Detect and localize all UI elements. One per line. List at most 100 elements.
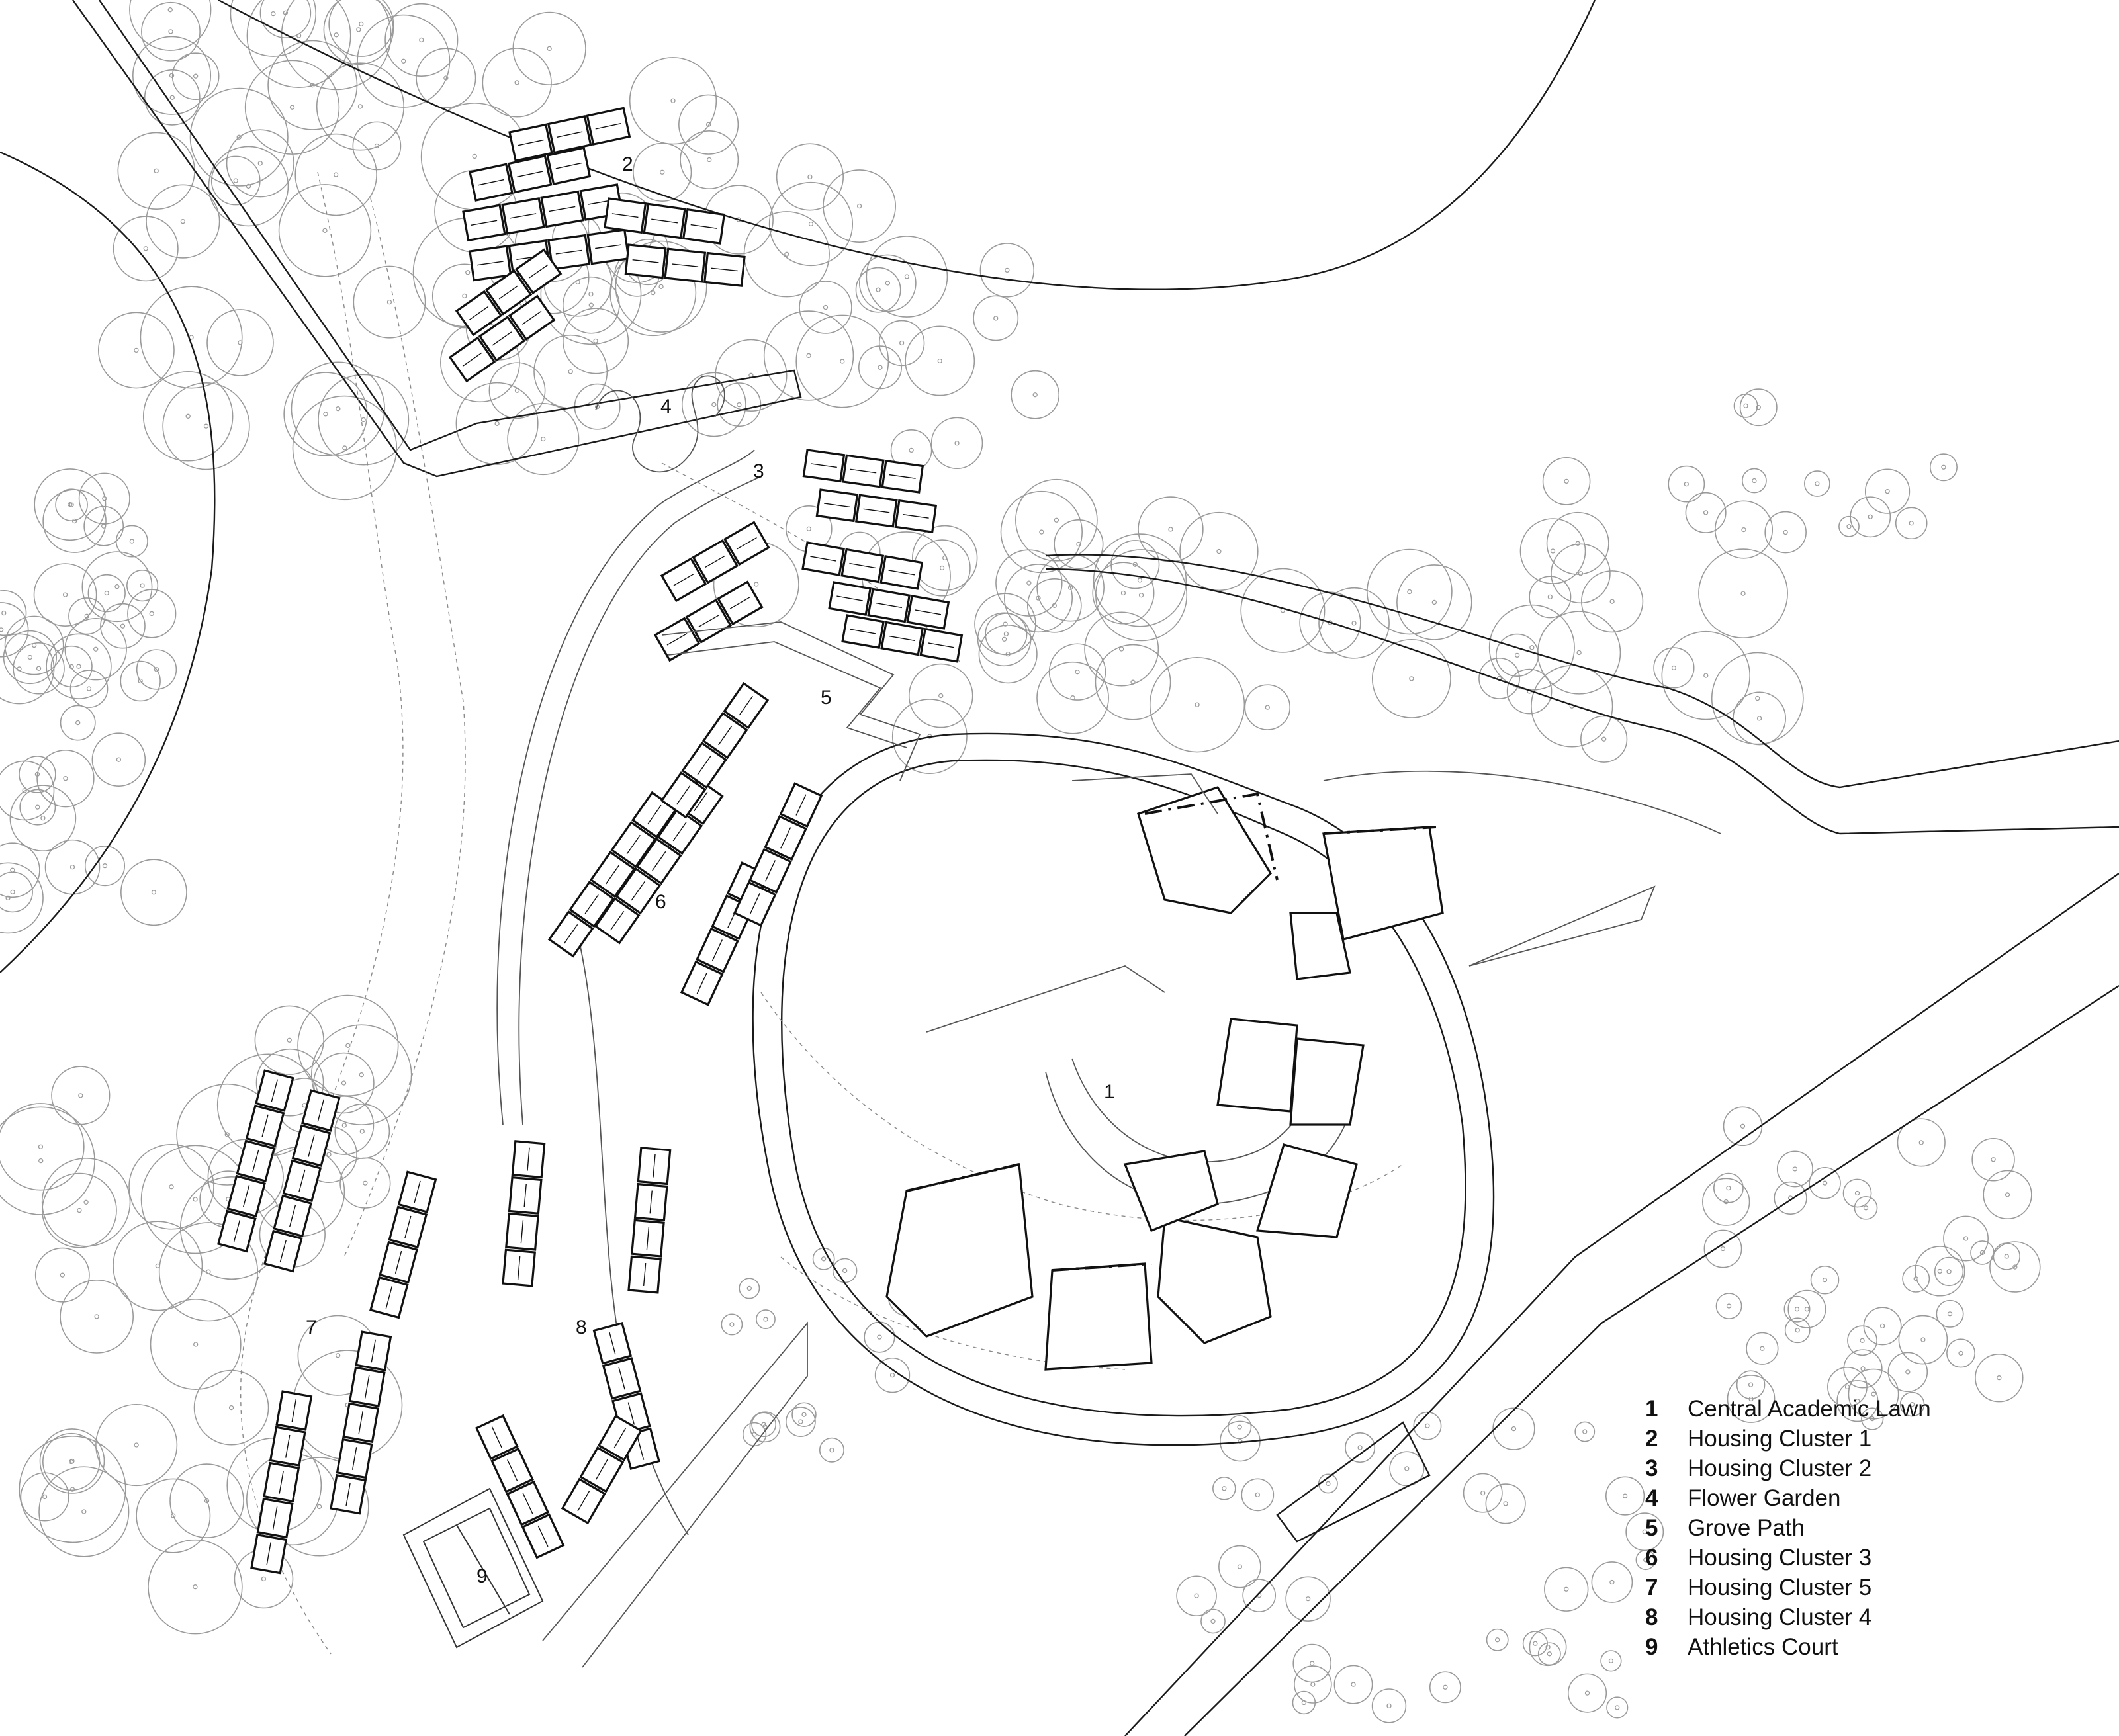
tree-trunk <box>1918 1140 1924 1145</box>
tree-canopy <box>1727 1375 1776 1423</box>
tree-canopy <box>913 539 971 597</box>
unit-partition <box>351 1447 357 1470</box>
tree-trunk <box>69 1459 74 1465</box>
unit-partition <box>345 1483 351 1506</box>
tree-trunk <box>547 46 552 52</box>
tree-canopy <box>357 14 451 108</box>
tree-trunk <box>1879 1323 1885 1329</box>
tree-canopy <box>254 1005 324 1075</box>
housing-row <box>330 1330 392 1515</box>
tree-trunk <box>1495 1637 1500 1643</box>
tree-canopy <box>1936 1299 1964 1328</box>
map-label-9: 9 <box>476 1565 488 1587</box>
unit-partition <box>528 264 549 279</box>
tree-trunk <box>154 168 159 173</box>
tree-canopy <box>13 642 65 695</box>
tree-trunk <box>1854 1190 1860 1196</box>
tree-canopy <box>1220 1420 1261 1462</box>
tree-trunk <box>22 788 27 793</box>
tree-trunk <box>729 1322 735 1327</box>
tree-trunk <box>1511 1426 1517 1432</box>
tree-canopy <box>512 11 586 86</box>
tree-trunk <box>1503 1501 1508 1506</box>
tree-canopy <box>1774 1181 1807 1215</box>
tree-canopy <box>1863 1307 1902 1346</box>
unit-partition <box>611 213 639 218</box>
tree-canopy <box>150 1299 242 1390</box>
tree-trunk <box>1958 1350 1963 1356</box>
tree-canopy <box>1934 1256 1964 1287</box>
unit-partition <box>279 1471 284 1494</box>
legend-number: 7 <box>1645 1575 1658 1600</box>
tree-canopy <box>751 1412 776 1438</box>
tree-canopy <box>1318 587 1390 659</box>
tree-trunk <box>1564 1586 1569 1592</box>
tree-trunk <box>1752 478 1757 484</box>
tree-trunk <box>69 664 74 670</box>
tree-trunk <box>193 1342 199 1347</box>
tree-trunk <box>361 417 366 423</box>
unit-partition <box>676 785 691 805</box>
tree-canopy <box>87 574 126 613</box>
legend-number: 6 <box>1645 1545 1658 1571</box>
unit-partition <box>627 1402 635 1425</box>
unit-partition <box>491 1426 502 1448</box>
tree-canopy <box>1529 1628 1567 1667</box>
tree-canopy <box>1011 370 1060 419</box>
tree-canopy <box>1897 1118 1946 1167</box>
tree-canopy <box>633 142 692 202</box>
tree-trunk <box>806 353 811 359</box>
tree-trunk <box>1947 1311 1953 1317</box>
unit-partition <box>492 331 512 346</box>
tree-trunk <box>1550 548 1556 554</box>
tree-trunk <box>1703 673 1709 678</box>
tree-trunk <box>899 340 905 346</box>
tree-trunk <box>419 37 424 43</box>
tree-trunk <box>341 1080 347 1086</box>
tree-trunk <box>1991 1157 1996 1162</box>
tree-trunk <box>185 413 191 419</box>
tree-trunk <box>10 889 15 895</box>
tree-trunk <box>94 1314 99 1319</box>
tree-canopy <box>985 613 1028 656</box>
unit-partition <box>285 1434 291 1458</box>
unit-partition <box>652 851 666 871</box>
tree-trunk <box>1067 585 1073 590</box>
tree-trunk <box>1310 1682 1316 1687</box>
tree-canopy <box>1478 658 1520 699</box>
tree-canopy <box>1000 490 1083 574</box>
tree-trunk <box>1032 392 1038 398</box>
tree-trunk <box>1743 403 1748 408</box>
tree-canopy <box>715 339 788 412</box>
tree-canopy <box>874 1357 911 1393</box>
unit-partition <box>520 1220 524 1244</box>
tree-trunk <box>149 611 154 617</box>
tree-canopy <box>0 760 55 821</box>
tree-trunk <box>1194 1593 1199 1598</box>
tree-trunk <box>1870 1416 1875 1422</box>
unit-partition <box>672 263 699 267</box>
tree-trunk <box>359 21 364 27</box>
tree-canopy <box>60 705 96 741</box>
tree-canopy <box>681 372 746 437</box>
tree-canopy <box>1668 465 1705 503</box>
tree-trunk <box>829 1448 834 1453</box>
tree-canopy <box>891 699 968 775</box>
tree-trunk <box>93 646 99 652</box>
legend-number: 3 <box>1645 1455 1658 1481</box>
unit-partition <box>498 285 519 300</box>
tree-canopy <box>858 254 917 312</box>
legend-number: 2 <box>1645 1426 1658 1452</box>
tree-trunk <box>1001 636 1007 642</box>
tree-canopy <box>113 216 179 282</box>
tree-canopy <box>977 612 1032 667</box>
tree-trunk <box>342 445 347 451</box>
tree-canopy <box>763 310 854 401</box>
unit-partition <box>643 1263 647 1287</box>
tree-trunk <box>83 1199 89 1205</box>
tree-trunk <box>120 623 126 629</box>
tree-canopy <box>0 862 44 934</box>
tree-canopy <box>1943 1215 1989 1262</box>
unit-partition <box>252 1149 259 1172</box>
